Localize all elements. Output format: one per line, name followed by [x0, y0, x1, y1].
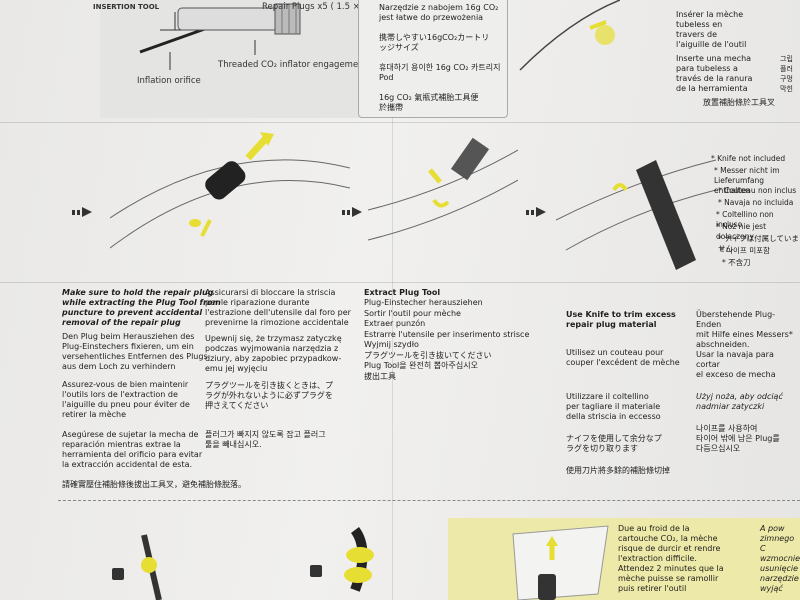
arrow-right-icon — [342, 207, 362, 217]
knife-note: * 不含刀 — [722, 258, 751, 267]
step-trim-illustration — [556, 159, 716, 270]
col5-es: Usar la navaja para cortar el exceso de … — [696, 350, 776, 379]
lock-icon — [112, 568, 124, 580]
knife-note: * Navaja no incluida — [718, 198, 794, 207]
col5-ko: 나이프를 사용하여 타이어 밖에 남은 Plug를 다듬으십시오 — [696, 424, 780, 453]
fold-line — [0, 122, 800, 123]
cold-warning-pl-edge: A pow zimnego C wzmocnie usunięcie narzę… — [760, 524, 800, 593]
col2-ja: プラグツールを引き抜くときは、プ ラグが外れないように必ずプラグを 押さえてくだ… — [205, 381, 333, 410]
insert-plug-fr: Insérer la mèche tubeless en travers de … — [676, 10, 747, 49]
fold-line — [0, 282, 800, 283]
col2-pl: Upewnij się, że trzymasz zatyczkę podcza… — [205, 334, 342, 373]
co2-info-text: Narzędzie z nabojem 16g CO₂ jest łatwe d… — [379, 3, 501, 112]
threaded-inflator-label: Threaded CO₂ inflator engagement end — [218, 60, 386, 70]
insertion-tool-label: INSERTION TOOL — [93, 3, 160, 11]
insertion-tool-illustration — [100, 0, 390, 118]
edge-ko-text: 그립 플러 구멍 막힌 — [780, 55, 793, 93]
tire-illustration — [519, 0, 620, 71]
col1-en: Make sure to hold the repair plug while … — [62, 288, 221, 327]
insert-plug-zh: 放置補胎條於工具叉 — [703, 98, 775, 107]
step-extract-tool-illustration — [368, 137, 518, 241]
col4-fr: Utilisez un couteau pour couper l'excéde… — [566, 348, 680, 367]
col1-zh: 請確實壓住補胎條後拔出工具叉，避免補胎條脫落。 — [62, 480, 246, 489]
col4-en: Use Knife to trim excess repair plug mat… — [566, 310, 676, 329]
col1-es: Asegúrese de sujetar la mecha de reparac… — [62, 430, 203, 469]
knife-note: * Nóż nie jest dołączony — [716, 222, 767, 241]
inflation-orifice-label: Inflation orifice — [137, 76, 201, 86]
col4-ja: ナイフを使用して余分なプ ラグを切り取ります — [566, 434, 662, 453]
col1-fr: Assurez-vous de bien maintenir l'outils … — [62, 380, 190, 419]
bottom-left-illustration — [112, 534, 162, 600]
col1-de: Den Plug beim Herausziehen des Plug-Eins… — [62, 332, 208, 371]
arrow-right-icon — [72, 207, 92, 217]
section-divider — [58, 500, 800, 501]
col4-zh: 使用刀片將多餘的補胎條切掉 — [566, 466, 670, 475]
knife-note: * ナイフは付属していません — [718, 234, 799, 253]
cold-warning-panel: Due au froid de la cartouche CO₂, la mèc… — [448, 518, 800, 600]
knife-icon — [636, 160, 696, 270]
arrow-right-icon — [526, 207, 546, 217]
fold-line — [392, 0, 393, 600]
col3-lines: Plug-Einstecher herausziehen Sortir l'ou… — [364, 298, 530, 381]
col3-en: Extract Plug Tool — [364, 288, 441, 297]
col5-pl: Użyj noża, aby odciąć nadmiar zatyczki — [696, 392, 783, 411]
col2-it: Assicurarsi di bloccare la striscia per … — [205, 288, 351, 327]
insert-plug-es: Inserte una mecha para tubeless a través… — [676, 54, 753, 93]
knife-note: * 나이프 미포함 — [720, 246, 770, 255]
knife-note: * Couteau non inclus — [718, 186, 797, 195]
co2-info-box: Narzędzie z nabojem 16g CO₂ jest łatwe d… — [358, 0, 508, 118]
step-extract-hold-illustration — [110, 132, 350, 249]
knife-note: * Messer nicht im Lieferumfang enthalten — [714, 166, 780, 195]
knife-note: * Coltellino non incluso — [716, 210, 774, 229]
col2-ko: 플러그가 빠지지 않도록 잡고 플러그 툴을 빼내십시오. — [205, 430, 326, 449]
repair-plugs-label: Repair Plugs x5 ( 1.5 × 50mm ) — [262, 2, 396, 12]
col5-de: Überstehende Plug-Enden mit Hilfe eines … — [696, 310, 793, 349]
plug-tool-warning-illustration — [512, 525, 609, 600]
bottom-mid-illustration — [310, 527, 374, 592]
cold-warning-fr: Due au froid de la cartouche CO₂, la mèc… — [618, 524, 724, 593]
col4-it: Utilizzare il coltellino per tagliare il… — [566, 392, 661, 421]
knife-note: * Knife not included — [711, 154, 786, 163]
lock-icon — [310, 565, 322, 577]
